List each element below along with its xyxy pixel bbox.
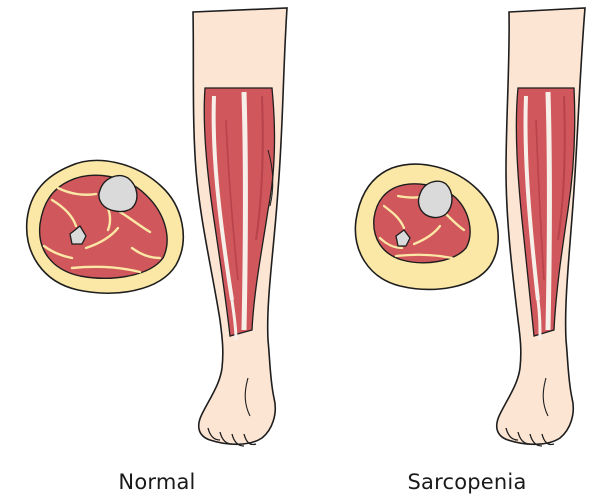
- sarcopenia-label: Sarcopenia: [367, 470, 567, 494]
- sarcopenia-cross-section: [355, 164, 498, 289]
- normal-panel: [27, 8, 287, 446]
- sarcopenia-panel: [355, 8, 585, 446]
- sarcopenia-leg: [497, 8, 585, 446]
- normal-leg: [193, 8, 287, 446]
- normal-cross-section: [27, 160, 184, 293]
- normal-label: Normal: [57, 470, 257, 494]
- sarcopenia-tibia-bone: [419, 181, 452, 217]
